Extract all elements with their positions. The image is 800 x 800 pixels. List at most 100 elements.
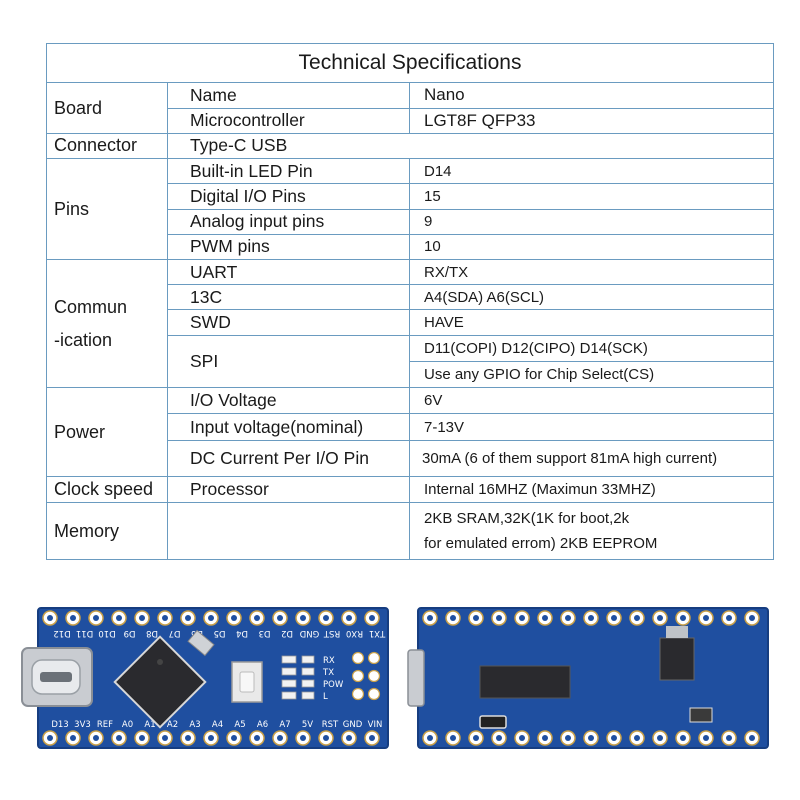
value-led-pin: D14	[408, 158, 775, 185]
category-board: Board	[46, 82, 168, 134]
value-pwm-pins: 10	[408, 233, 775, 261]
pin-label: 5V	[302, 720, 313, 730]
usb-c-connector	[21, 647, 93, 707]
pin-label: D3	[259, 628, 271, 638]
header-pad-hole	[519, 615, 525, 621]
field-uart: UART	[167, 259, 410, 286]
value-dc-current: 30mA (6 of them support 81mA high curren…	[408, 439, 775, 478]
board-photos: D12D11D10D9D8D7D6D5D4D3D2GNDRSTRX0TX1 D1…	[21, 607, 769, 749]
pin-label: D8	[146, 628, 158, 638]
header-pad-hole	[611, 615, 617, 621]
table-row: DC Current Per I/O Pin 30mA (6 of them s…	[47, 439, 775, 478]
header-pad-hole	[542, 615, 548, 621]
header-pad-hole	[473, 615, 479, 621]
header-pad-hole	[450, 735, 456, 741]
table-row: SWD HAVE	[47, 309, 775, 336]
value-memory-line1: 2KB SRAM,32K(1K for boot,2k	[424, 510, 630, 528]
field-i2c: 13C	[167, 284, 410, 311]
field-dc-current: DC Current Per I/O Pin	[167, 439, 410, 478]
led-label: L	[323, 692, 328, 702]
value-connector: Type-C USB	[166, 132, 775, 160]
led	[281, 679, 297, 688]
header-pad-hole	[116, 615, 122, 621]
crystal	[187, 629, 215, 657]
category-power: Power	[46, 387, 168, 478]
pin-label: D7	[169, 628, 181, 638]
icsp-pad	[351, 669, 365, 683]
field-led-pin: Built-in LED Pin	[167, 158, 410, 185]
value-input-voltage: 7-13V	[408, 413, 775, 441]
field-pwm-pins: PWM pins	[167, 233, 410, 261]
header-pad-hole	[519, 735, 525, 741]
header-pad-hole	[185, 615, 191, 621]
header-pad-hole	[565, 735, 571, 741]
back-top-header-pads	[422, 610, 760, 626]
table-row: Board Name Nano	[46, 82, 775, 134]
table-row: Digital I/O Pins 15	[47, 183, 775, 210]
header-pad-hole	[565, 615, 571, 621]
header-pad-hole	[346, 735, 352, 741]
led-label: POW	[323, 680, 344, 690]
table-row: PWM pins 10	[47, 233, 775, 261]
header-pad-hole	[703, 615, 709, 621]
header-pad-hole	[47, 735, 53, 741]
field-analog-pins: Analog input pins	[167, 208, 410, 235]
pin-label: A7	[279, 720, 290, 730]
header-pad-hole	[70, 735, 76, 741]
value-processor: Internal 16MHZ (Maximun 33MHZ)	[408, 476, 775, 504]
header-pad-hole	[726, 615, 732, 621]
field-memory-empty	[167, 502, 410, 560]
header-pad-hole	[749, 615, 755, 621]
icsp-pad	[367, 687, 381, 701]
header-pad-hole	[473, 735, 479, 741]
resistor	[301, 691, 315, 700]
field-microcontroller: Microcontroller	[167, 107, 410, 134]
header-pad-hole	[496, 735, 502, 741]
pin-label: D12	[53, 628, 70, 638]
header-pad-hole	[369, 735, 375, 741]
value-analog-pins: 9	[408, 208, 775, 235]
back-usb-connector	[407, 649, 425, 707]
header-pad-hole	[588, 615, 594, 621]
pin-label: TX1	[369, 628, 386, 638]
category-connector: Connector	[46, 132, 168, 160]
value-memory: 2KB SRAM,32K(1K for boot,2k for emulated…	[408, 502, 775, 560]
spec-table: Technical Specifications Board Name Nano…	[45, 42, 775, 560]
pin-label: D10	[98, 628, 115, 638]
table-row: Microcontroller LGT8F QFP33	[47, 107, 775, 134]
field-processor: Processor	[167, 476, 410, 504]
pin-label: RST	[323, 628, 340, 638]
value-digital-pins: 15	[408, 183, 775, 210]
field-digital-pins: Digital I/O Pins	[167, 183, 410, 210]
field-input-voltage: Input voltage(nominal)	[167, 413, 410, 441]
table-row: Connector Type-C USB	[46, 132, 775, 160]
header-pad-hole	[542, 735, 548, 741]
pin-label: A2	[167, 720, 178, 730]
pin-label: D9	[124, 628, 136, 638]
header-pad-hole	[634, 615, 640, 621]
value-spi-line1: D11(COPI) D12(CIPO) D14(SCK)	[408, 334, 775, 362]
header-pad-hole	[185, 735, 191, 741]
header-pad-hole	[726, 735, 732, 741]
category-communication-line1: Commun	[54, 296, 128, 317]
header-pad-hole	[231, 615, 237, 621]
pin-label: REF	[97, 720, 113, 730]
icsp-pad	[351, 651, 365, 665]
field-spi: SPI	[167, 334, 410, 389]
pin-label: D13	[51, 720, 68, 730]
field-io-voltage: I/O Voltage	[167, 387, 410, 415]
table-row: Input voltage(nominal) 7-13V	[47, 413, 775, 441]
header-pad-hole	[139, 735, 145, 741]
value-i2c: A4(SDA) A6(SCL)	[408, 284, 775, 311]
category-communication: Commun -ication	[46, 259, 168, 389]
pin-label: A6	[257, 720, 268, 730]
category-memory: Memory	[46, 502, 168, 560]
pin-label: A5	[234, 720, 245, 730]
pin-label: GND	[343, 720, 363, 730]
led-label: RX	[323, 656, 335, 666]
header-pad-hole	[162, 615, 168, 621]
pin-label: RST	[322, 720, 339, 730]
value-microcontroller: LGT8F QFP33	[408, 107, 775, 134]
header-pad-hole	[346, 615, 352, 621]
